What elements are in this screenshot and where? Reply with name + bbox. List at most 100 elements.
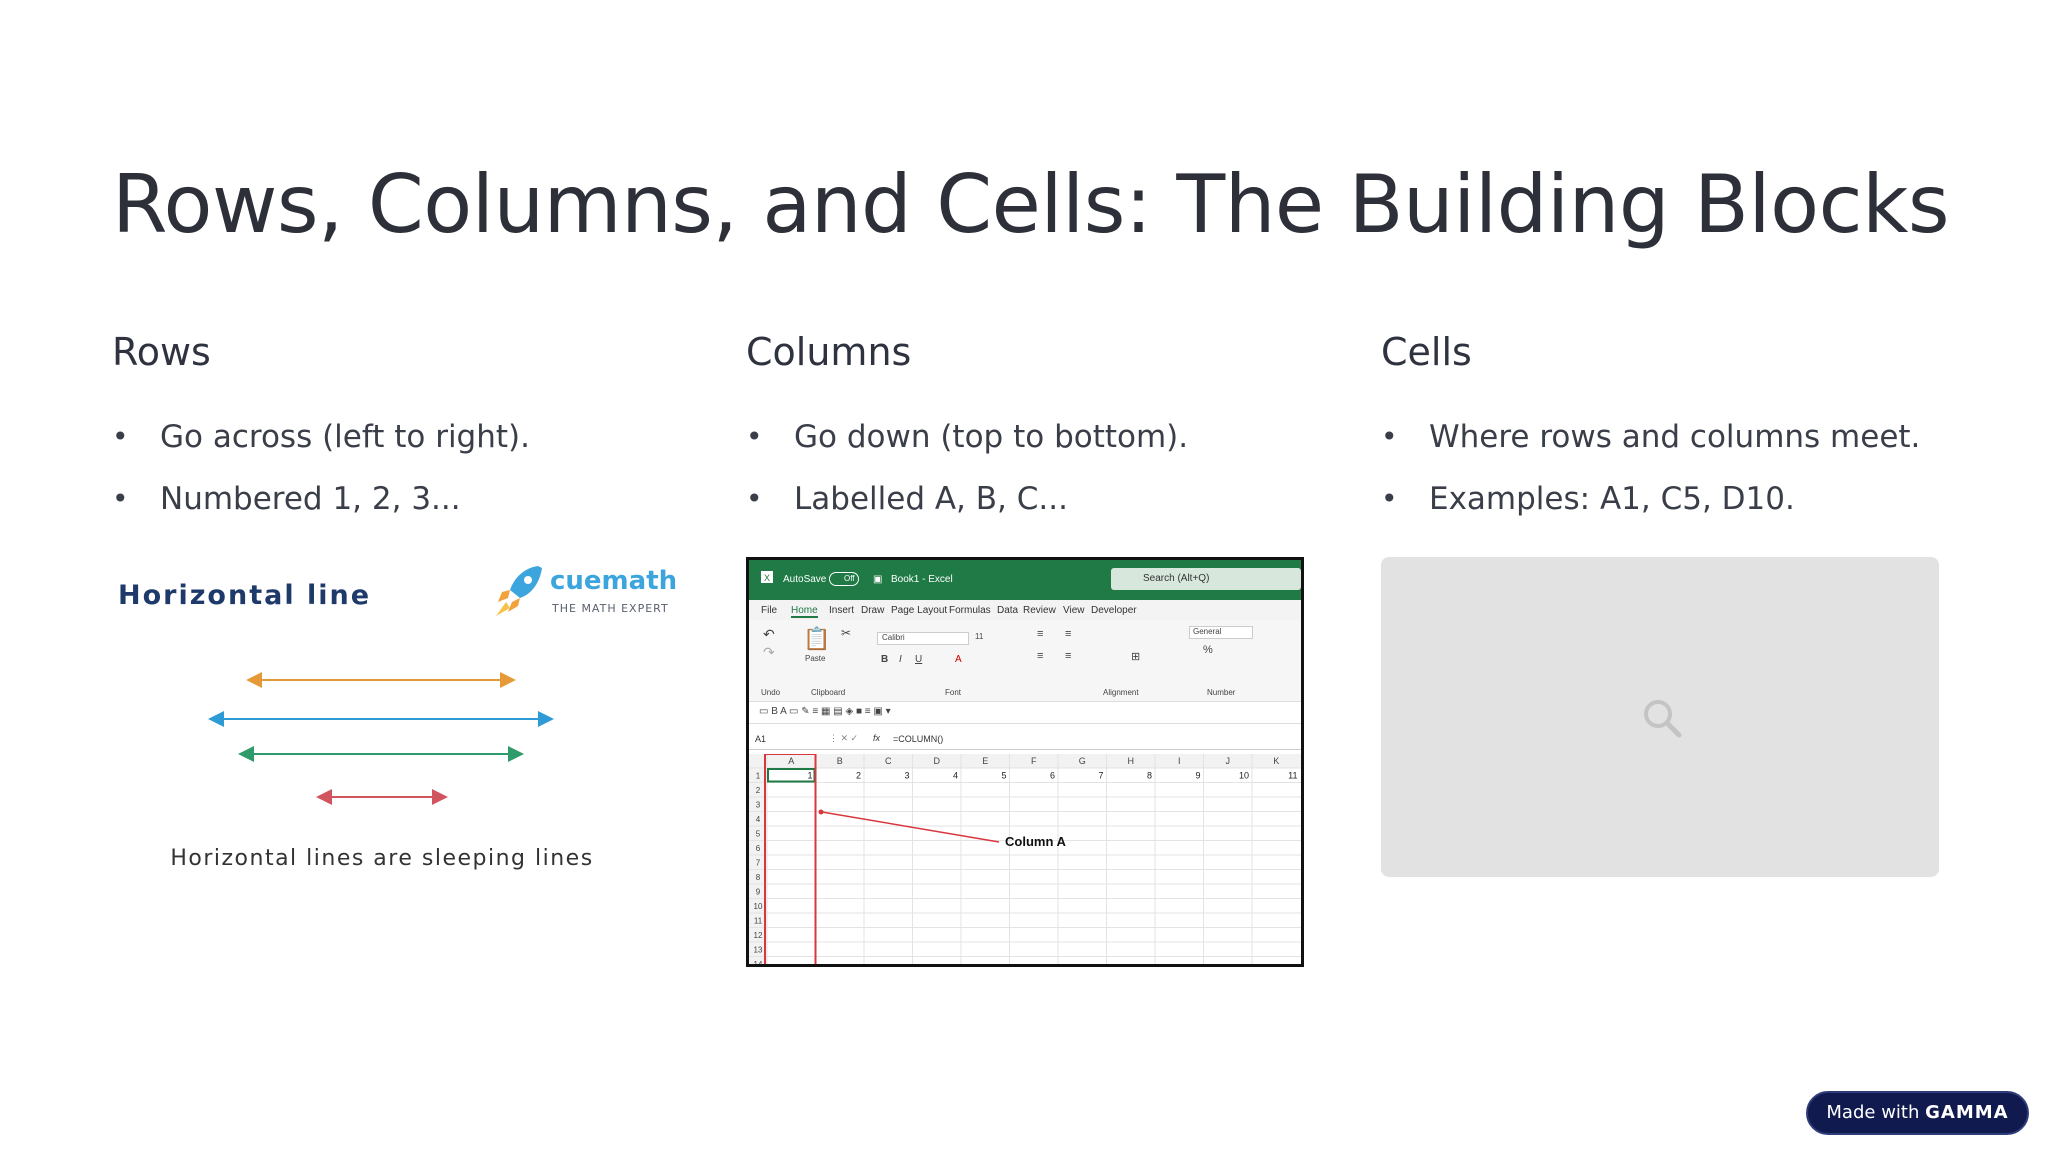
- list-item: Labelled A, B, C...: [746, 478, 1306, 540]
- align-left-icon[interactable]: ≡: [1037, 650, 1044, 662]
- quick-access-icons[interactable]: ▭ B A ▭ ✎ ≡ ▦ ▤ ◈ ■ ≡ ▣ ▾: [759, 706, 891, 717]
- list-item: Go across (left to right).: [112, 416, 672, 478]
- rows-column: Rows Go across (left to right). Numbered…: [112, 330, 672, 540]
- cell-value: 11: [1288, 771, 1297, 781]
- autosave-label: AutoSave: [783, 574, 827, 585]
- row-number: 3: [756, 801, 761, 810]
- align-top-icon[interactable]: ≡: [1037, 628, 1044, 640]
- excel-titlebar: X AutoSave Off ▣ Book1 - Excel Search (A…: [749, 560, 1301, 600]
- align-middle-icon[interactable]: ≡: [1065, 628, 1072, 640]
- excel-icon: X: [761, 571, 773, 586]
- column-header-h: H: [1128, 756, 1135, 766]
- save-icon: ▣: [873, 574, 883, 585]
- columns-column: Columns Go down (top to bottom). Labelle…: [746, 330, 1306, 540]
- row-number: 12: [754, 931, 763, 940]
- bold-icon[interactable]: B: [881, 654, 889, 665]
- merge-icon[interactable]: ⊞: [1131, 651, 1141, 663]
- svg-text:X: X: [764, 573, 770, 583]
- excel-menu: File Home Insert Draw Page Layout Formul…: [749, 600, 1301, 620]
- column-header-f: F: [1031, 756, 1037, 766]
- columns-bullets: Go down (top to bottom). Labelled A, B, …: [746, 416, 1306, 540]
- cell-value: 7: [1098, 771, 1103, 781]
- row-number: 4: [756, 815, 761, 824]
- ribbon-group-clipboard: Clipboard: [811, 688, 846, 697]
- font-color-icon[interactable]: A: [955, 654, 962, 665]
- image-caption: Horizontal lines are sleeping lines: [170, 846, 594, 871]
- logo-tagline: THE MATH EXPERT: [552, 602, 669, 615]
- cell-value: 2: [856, 771, 861, 781]
- ribbon-group-font: Font: [945, 688, 962, 697]
- row-number: 7: [756, 859, 761, 868]
- cell-value: 1: [807, 771, 812, 781]
- cuemath-logo: cuemath THE MATH EXPERT: [494, 562, 677, 622]
- menu-insert[interactable]: Insert: [829, 605, 855, 616]
- quick-access-toolbar: ▭ B A ▭ ✎ ≡ ▦ ▤ ◈ ■ ≡ ▣ ▾: [749, 702, 1301, 724]
- document-title: Book1 - Excel: [891, 574, 953, 585]
- menu-review[interactable]: Review: [1023, 605, 1056, 616]
- menu-page-layout[interactable]: Page Layout: [891, 605, 948, 616]
- cell-value: 8: [1147, 771, 1152, 781]
- row-number: 6: [756, 844, 761, 853]
- excel-screenshot: X AutoSave Off ▣ Book1 - Excel Search (A…: [746, 557, 1304, 967]
- excel-ribbon: ↶ ↷ 📋 Paste ✂ Calibri 11 B I U A ≡ ≡ ≡ ≡…: [749, 620, 1301, 702]
- image-placeholder: [1381, 557, 1939, 877]
- autosave-toggle[interactable]: Off: [829, 572, 859, 586]
- cell-value: 3: [904, 771, 909, 781]
- number-format-select[interactable]: General: [1189, 626, 1253, 639]
- column-header-a: A: [788, 756, 794, 766]
- formula-input[interactable]: =COLUMN(): [893, 734, 944, 744]
- menu-formulas[interactable]: Formulas: [949, 605, 991, 616]
- row-header-bar: [749, 754, 767, 964]
- row-number: 14: [754, 960, 763, 967]
- menu-home[interactable]: Home: [791, 605, 818, 618]
- slide-title: Rows, Columns, and Cells: The Building B…: [112, 158, 1950, 251]
- ribbon-group-undo: Undo: [761, 688, 781, 697]
- ribbon-group-number: Number: [1207, 688, 1236, 697]
- badge-brand: GAMMA: [1925, 1102, 2009, 1123]
- menu-draw[interactable]: Draw: [861, 605, 885, 616]
- menu-data[interactable]: Data: [997, 605, 1019, 616]
- column-header-c: C: [885, 756, 892, 766]
- search-input[interactable]: Search (Alt+Q): [1111, 568, 1301, 590]
- font-name-select[interactable]: Calibri: [877, 632, 969, 645]
- paste-label: Paste: [805, 654, 826, 663]
- cells-heading: Cells: [1381, 330, 1472, 374]
- menu-developer[interactable]: Developer: [1091, 605, 1137, 616]
- cell-value: 5: [1001, 771, 1006, 781]
- horizontal-lines-graphic: [208, 672, 554, 805]
- cells-bullets: Where rows and columns meet. Examples: A…: [1381, 416, 1941, 540]
- underline-icon[interactable]: U: [915, 654, 923, 665]
- made-with-gamma-badge[interactable]: Made with GAMMA: [1806, 1091, 2029, 1135]
- menu-view[interactable]: View: [1063, 605, 1085, 616]
- cell-value: 10: [1239, 771, 1249, 781]
- search-icon: [1644, 700, 1682, 738]
- column-header-bar: [749, 754, 1301, 768]
- redo-icon[interactable]: ↷: [763, 644, 775, 660]
- cell-value: 4: [953, 771, 958, 781]
- column-header-i: I: [1178, 756, 1181, 766]
- badge-prefix: Made with: [1826, 1102, 1920, 1123]
- column-header-b: B: [837, 756, 843, 766]
- align-center-icon[interactable]: ≡: [1065, 650, 1072, 662]
- cut-icon[interactable]: ✂: [841, 626, 852, 640]
- list-item: Go down (top to bottom).: [746, 416, 1306, 478]
- annotation-arrow: [821, 811, 1000, 843]
- fx-icon[interactable]: fx: [873, 733, 881, 743]
- rows-heading: Rows: [112, 330, 211, 374]
- list-item: Numbered 1, 2, 3...: [112, 478, 672, 540]
- italic-icon[interactable]: I: [899, 654, 902, 665]
- font-size-select[interactable]: 11: [975, 632, 984, 641]
- name-box[interactable]: A1: [755, 734, 767, 744]
- list-item: Examples: A1, C5, D10.: [1381, 478, 1941, 540]
- image-heading: Horizontal line: [118, 580, 372, 611]
- row-number: 9: [756, 888, 761, 897]
- percent-icon[interactable]: %: [1203, 644, 1213, 656]
- column-header-j: J: [1226, 756, 1231, 766]
- menu-file[interactable]: File: [761, 605, 778, 616]
- cells-column: Cells Where rows and columns meet. Examp…: [1381, 330, 1941, 540]
- column-header-g: G: [1079, 756, 1086, 766]
- paste-icon[interactable]: 📋: [803, 626, 831, 651]
- formula-controls: ⋮ ✕ ✓: [829, 733, 859, 743]
- undo-icon[interactable]: ↶: [763, 626, 775, 642]
